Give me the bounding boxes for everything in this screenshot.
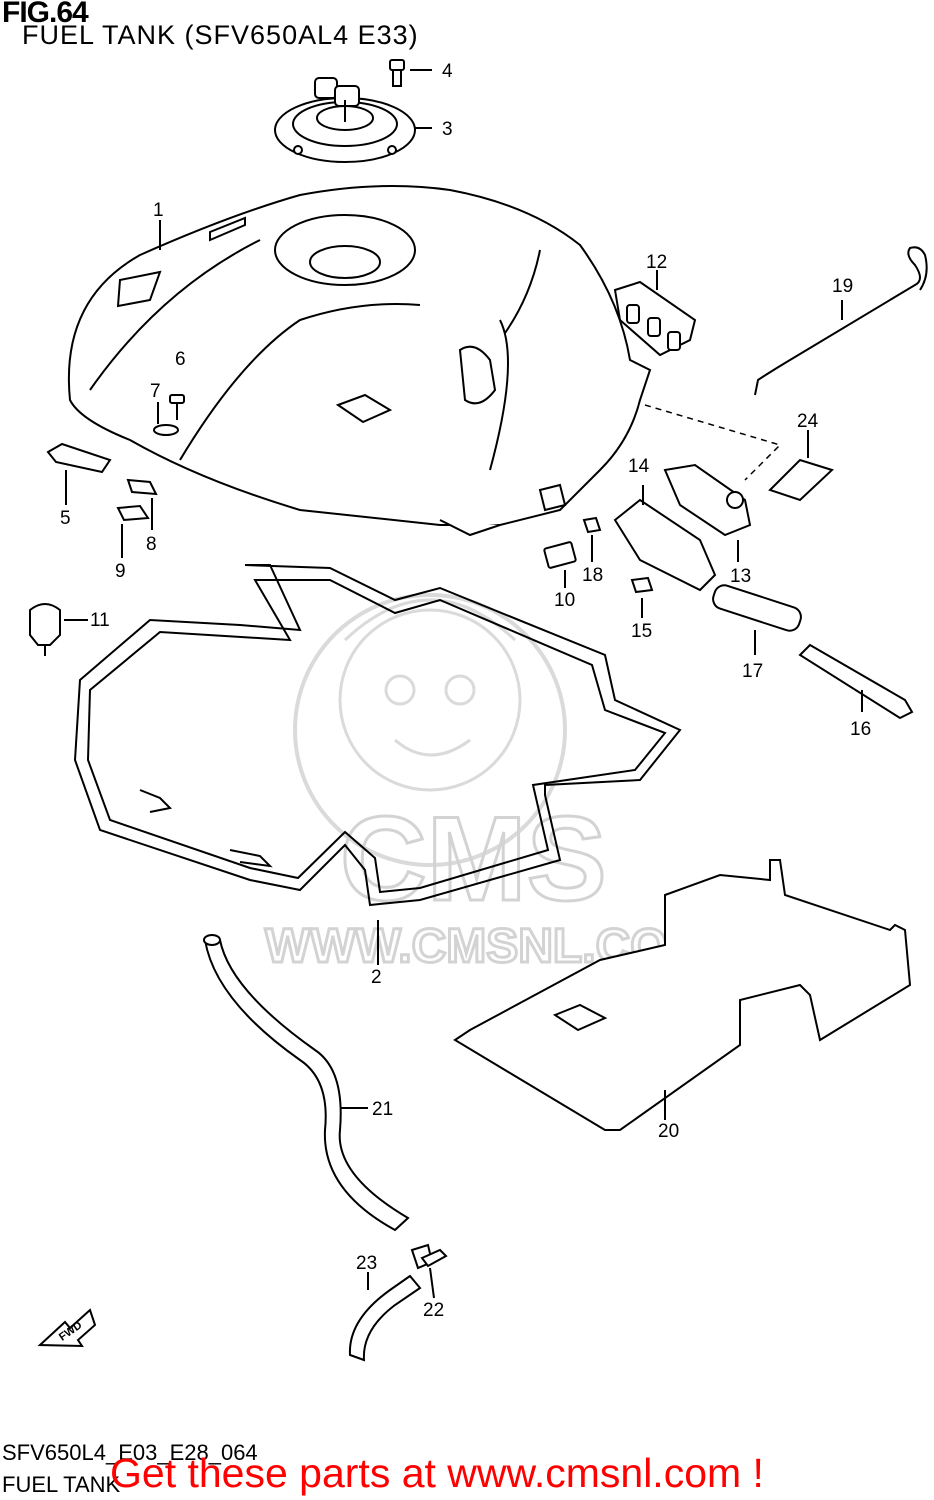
leader-lines bbox=[644, 404, 782, 481]
part-13-bracket bbox=[663, 463, 752, 537]
callout-11: 11 bbox=[90, 610, 110, 631]
callout-14: 14 bbox=[628, 456, 650, 477]
callout-23: 23 bbox=[356, 1253, 377, 1274]
part-3-fuel-cap bbox=[274, 77, 432, 163]
callout-4: 4 bbox=[442, 61, 453, 82]
part-10-label bbox=[543, 541, 577, 569]
callout-13: 13 bbox=[730, 566, 751, 587]
callout-5: 5 bbox=[60, 508, 71, 529]
part-5-rubber bbox=[46, 442, 112, 474]
callout-18: 18 bbox=[582, 565, 603, 586]
callout-3: 3 bbox=[442, 119, 453, 140]
part-7-washer bbox=[153, 424, 179, 436]
callout-17: 17 bbox=[742, 661, 763, 682]
callout-22: 22 bbox=[423, 1300, 444, 1321]
callout-1: 1 bbox=[153, 200, 164, 221]
callout-8: 8 bbox=[146, 534, 157, 555]
callout-20: 20 bbox=[658, 1121, 679, 1142]
fwd-arrow-icon: FWD bbox=[37, 1308, 97, 1348]
part-19-rod bbox=[754, 246, 928, 396]
footer-code: SFV650L4_E03_E28_064 bbox=[2, 1440, 258, 1465]
part-24-pad bbox=[768, 430, 834, 502]
part-2-seal bbox=[73, 564, 682, 965]
part-16-bolt bbox=[798, 643, 914, 720]
part-23-hose bbox=[348, 1272, 422, 1362]
callout-16: 16 bbox=[850, 719, 871, 740]
part-17-sleeve bbox=[712, 584, 802, 632]
part-21-hose bbox=[203, 934, 410, 1232]
callout-7: 7 bbox=[150, 381, 161, 402]
footer-name: FUEL TANK bbox=[2, 1472, 121, 1497]
part-15-nut bbox=[630, 576, 654, 594]
callout-24: 24 bbox=[797, 411, 819, 432]
callout-12: 12 bbox=[646, 252, 667, 273]
watermark-logo: CMS WWW.CMSNL.COM bbox=[264, 593, 709, 975]
part-4-bolt bbox=[389, 59, 432, 87]
part-22-connector bbox=[410, 1243, 448, 1299]
hinge-assembly bbox=[613, 463, 914, 720]
callout-2: 2 bbox=[371, 967, 382, 988]
fig-subtitle: FUEL TANK (SFV650AL4 E33) bbox=[22, 20, 419, 50]
callout-15: 15 bbox=[631, 621, 652, 642]
fig-title: FIG.64 bbox=[2, 0, 89, 29]
small-parts-left bbox=[46, 394, 185, 558]
callout-10: 10 bbox=[554, 590, 575, 611]
callout-21: 21 bbox=[372, 1099, 393, 1120]
callout-19: 19 bbox=[832, 276, 853, 297]
part-14-hinge bbox=[613, 498, 717, 592]
part-9-collar bbox=[116, 504, 150, 522]
part-6-screw bbox=[169, 394, 185, 404]
cmsnl-banner-link[interactable]: Get these parts at www.cmsnl.com ! bbox=[110, 1450, 764, 1496]
part-18-nut bbox=[582, 516, 602, 534]
callout-6: 6 bbox=[175, 349, 186, 370]
part-1-fuel-tank bbox=[67, 185, 652, 537]
callout-9: 9 bbox=[115, 561, 126, 582]
part-20-shield bbox=[453, 859, 912, 1131]
callout-labels: 1 2 3 4 5 6 7 8 9 10 11 12 13 14 15 16 1… bbox=[60, 61, 871, 1321]
part-8-grommet bbox=[126, 478, 158, 496]
part-11-damper bbox=[29, 603, 88, 656]
part-12-bracket bbox=[613, 270, 697, 357]
watermark-brand: CMS bbox=[340, 792, 607, 926]
small-parts-mid bbox=[543, 516, 602, 588]
